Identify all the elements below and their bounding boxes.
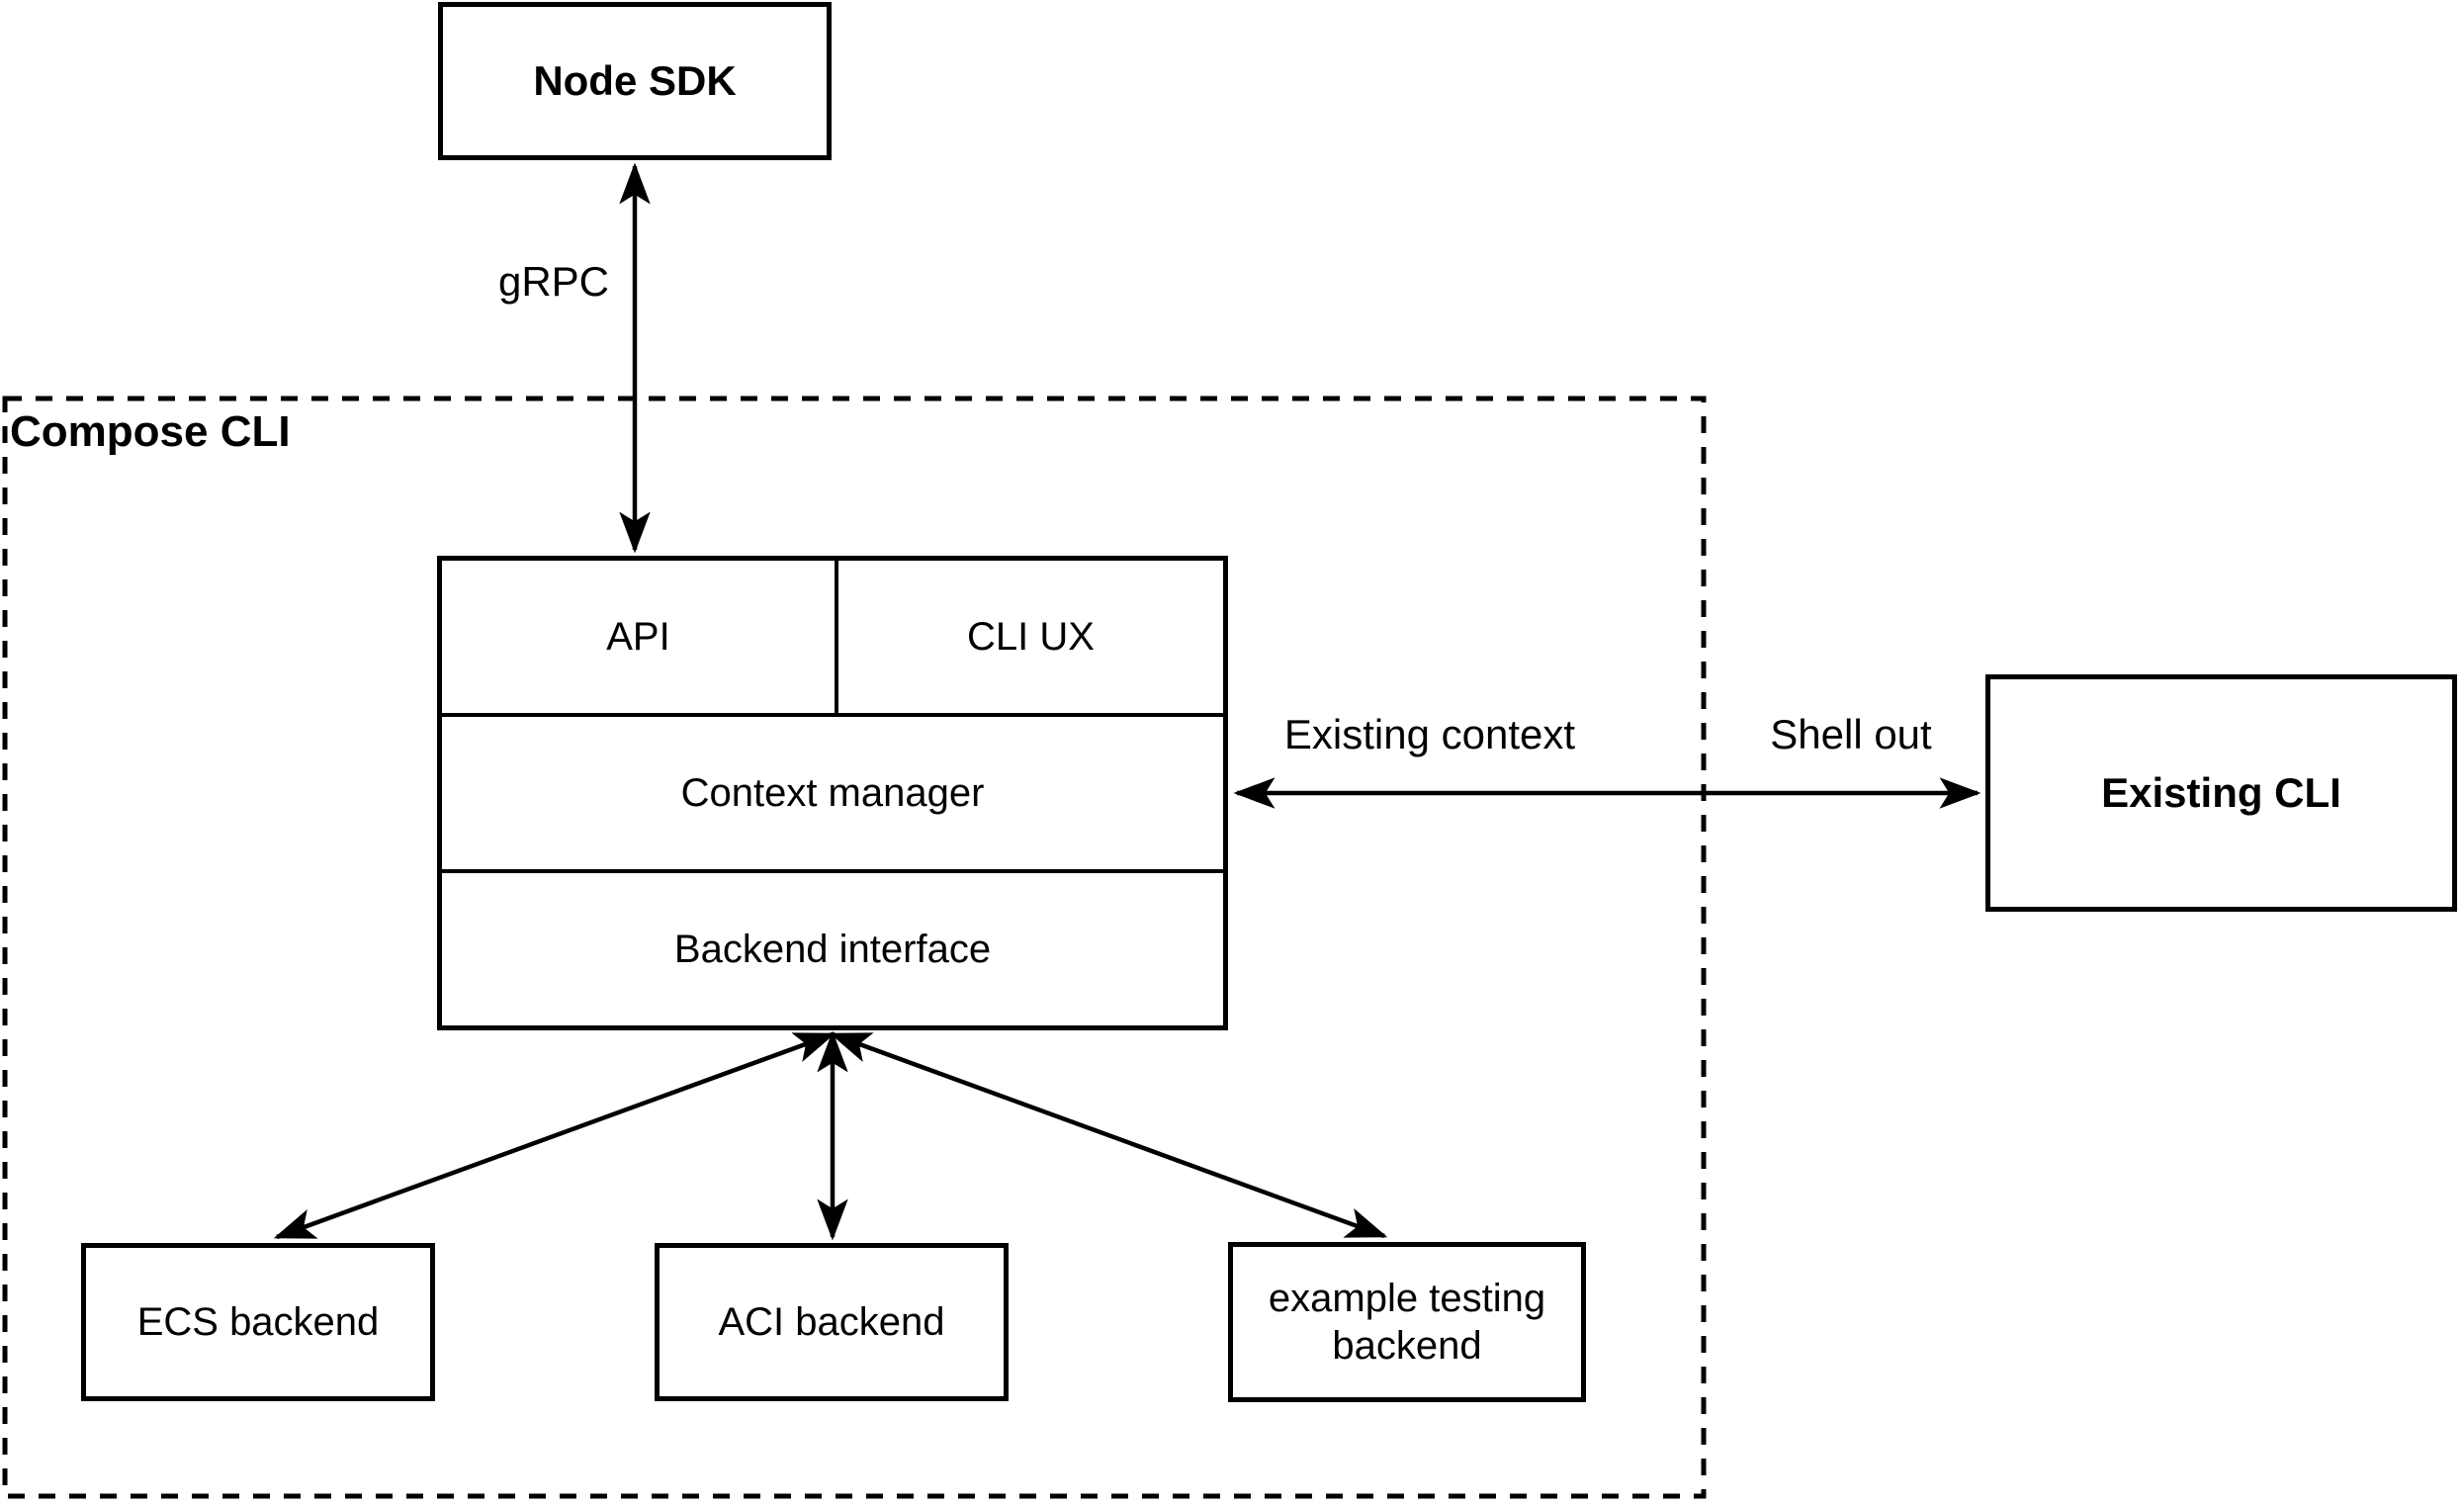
cli-ux-label: CLI UX — [967, 614, 1095, 659]
ecs-backend-arrow — [273, 1031, 836, 1240]
compose-cli-container-label: Compose CLI — [10, 407, 291, 456]
aci-backend-box: ACI backend — [655, 1243, 1009, 1401]
api-cell: API — [442, 561, 838, 713]
existing-cli-label: Existing CLI — [2101, 768, 2341, 816]
aci-backend-label: ACI backend — [718, 1300, 945, 1344]
api-label: API — [606, 614, 670, 659]
context-manager-row: Context manager — [442, 713, 1223, 869]
grpc-edge-label: gRPC — [497, 258, 610, 305]
example-testing-backend-label: example testing backend — [1268, 1277, 1546, 1368]
shell-out-edge-label: Shell out — [1770, 711, 1932, 757]
context-manager-cell: Context manager — [442, 717, 1223, 869]
ecs-backend-box: ECS backend — [81, 1243, 435, 1401]
ecs-backend-label: ECS backend — [136, 1300, 380, 1344]
compose-cli-core-box: API CLI UX Context manager Backend inter… — [437, 556, 1228, 1030]
existing-context-edge-label: Existing context — [1283, 711, 1576, 757]
context-manager-label: Context manager — [680, 770, 985, 815]
backend-interface-cell: Backend interface — [442, 873, 1223, 1025]
example-testing-backend-arrow — [829, 1031, 1388, 1239]
example-testing-backend-box: example testing backend — [1228, 1242, 1586, 1402]
node-sdk-box: Node SDK — [438, 2, 832, 160]
top-row: API CLI UX — [442, 561, 1223, 713]
existing-cli-box: Existing CLI — [1985, 674, 2457, 912]
node-sdk-label: Node SDK — [533, 56, 737, 104]
backend-interface-label: Backend interface — [673, 927, 992, 971]
cli-ux-cell: CLI UX — [838, 561, 1223, 713]
backend-interface-row: Backend interface — [442, 869, 1223, 1025]
